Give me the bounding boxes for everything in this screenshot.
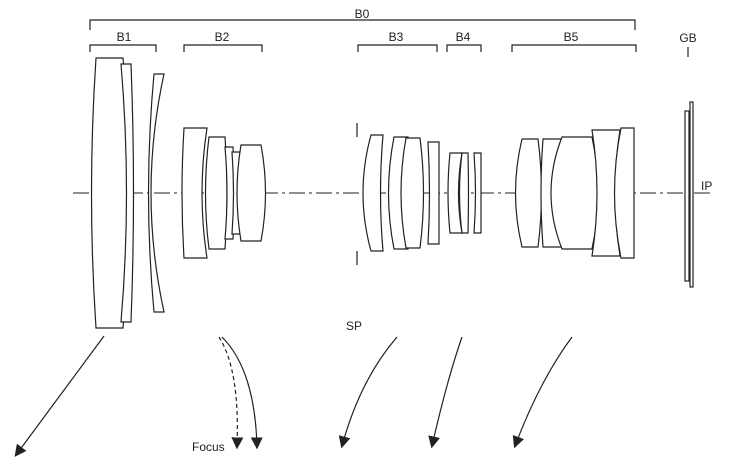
label-b5: B5 xyxy=(564,30,579,44)
motion-arrow-b3 xyxy=(338,336,398,449)
lens-group-b1 xyxy=(90,57,165,329)
label-b3: B3 xyxy=(389,30,404,44)
glass-block xyxy=(684,101,694,288)
label-b4: B4 xyxy=(456,30,471,44)
group-bracket-b5 xyxy=(511,44,637,52)
group-bracket-b1 xyxy=(89,44,157,52)
lens-group-b5 xyxy=(514,127,635,259)
label-b0: B0 xyxy=(355,7,370,21)
label-focus: Focus xyxy=(192,440,225,454)
focus-arrow-solid xyxy=(221,336,263,450)
group-bracket-b0 xyxy=(89,19,636,30)
lens-group-b2 xyxy=(181,127,267,259)
lens-group-b3 xyxy=(362,134,440,252)
label-b1: B1 xyxy=(117,30,132,44)
group-bracket-b3 xyxy=(357,44,438,52)
label-b2: B2 xyxy=(215,30,230,44)
motion-arrow-b5 xyxy=(512,336,573,449)
lens-group-b4 xyxy=(447,152,482,234)
label-glass-block: GB xyxy=(679,31,696,45)
label-image-plane: IP xyxy=(701,179,712,193)
label-stop: SP xyxy=(346,319,362,333)
motion-arrow-b4 xyxy=(428,336,463,449)
group-bracket-b2 xyxy=(183,44,263,52)
motion-arrow-b1 xyxy=(14,335,105,457)
group-bracket-b4 xyxy=(446,44,482,52)
focus-arrow-dashed xyxy=(218,336,244,450)
